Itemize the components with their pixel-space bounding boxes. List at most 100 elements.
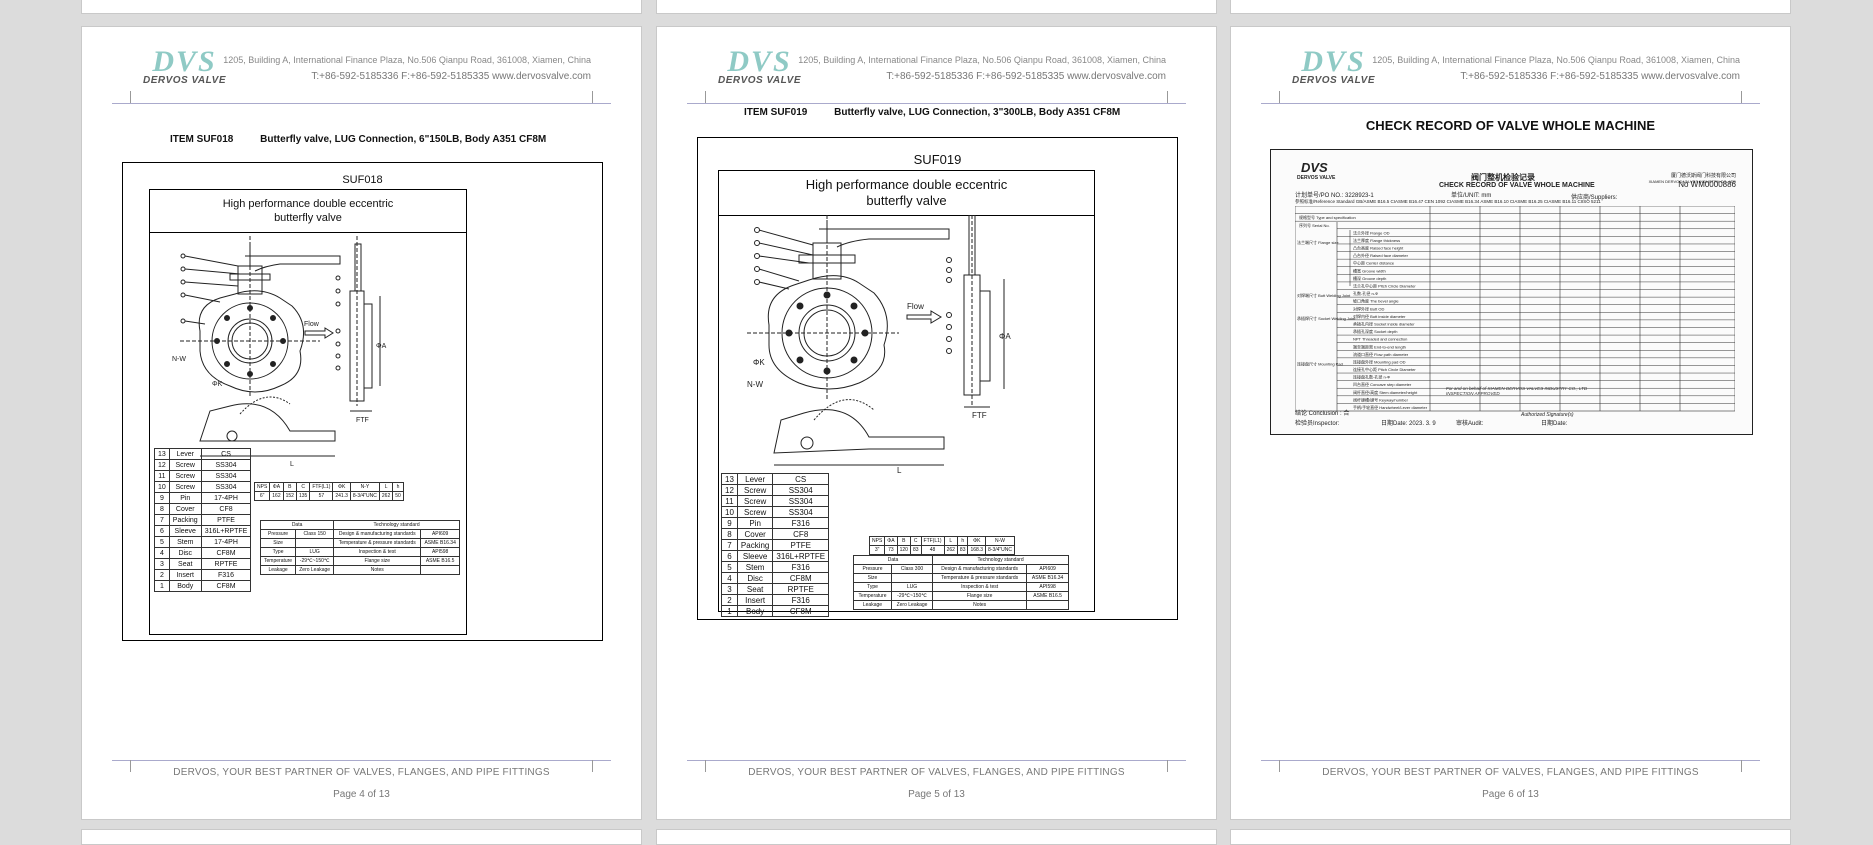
bom-cell: Body: [168, 580, 202, 592]
spec-cell: Inspection & test: [333, 547, 422, 557]
bom-cell: Screw: [168, 481, 202, 493]
dimension-value: 135: [295, 491, 311, 501]
dimension-value: 262: [943, 545, 958, 555]
previous-page-stub: [81, 0, 642, 14]
record-group-label: 对焊端尺寸 Butt Welding Joint: [1297, 292, 1351, 298]
dimension-header: B: [896, 536, 911, 546]
bom-cell: PTFE: [772, 539, 830, 551]
bom-cell: Screw: [168, 470, 202, 482]
record-row-label: 阀杆键槽/键号 Keyway/number: [1353, 396, 1409, 402]
record-row-label: 流道口直径 Flow path diameter: [1353, 351, 1409, 357]
bom-cell: Screw: [168, 459, 202, 471]
bom-cell: CF8: [772, 528, 830, 540]
scan-en-title: CHECK RECORD OF VALVE WHOLE MACHINE: [1439, 182, 1595, 189]
scan-record-no: No WM0000886: [1678, 180, 1736, 189]
dimension-value: 83: [956, 545, 969, 555]
svg-text:L: L: [897, 466, 902, 475]
spec-cell: Pressure: [853, 564, 892, 574]
scan-standards: 参照标准/Reference Standard GB/ASME B16.5 CI…: [1295, 199, 1601, 204]
item-description: Butterfly valve, LUG Connection, 3"300LB…: [834, 107, 1121, 118]
bom-cell: 2: [154, 569, 170, 581]
bom-cell: Sleeve: [736, 550, 774, 562]
record-row-label: 法兰孔中心距 Pitch Circle Diameter: [1353, 283, 1416, 289]
item-heading: ITEM SUF018 Butterfly valve, LUG Connect…: [170, 134, 570, 145]
svg-text:ΦK: ΦK: [212, 381, 223, 388]
bom-cell: SS304: [200, 459, 252, 471]
item-code: ITEM SUF019: [744, 107, 808, 118]
bom-cell: 316L+RPTFE: [200, 525, 252, 537]
dimension-header: L: [378, 482, 394, 492]
spec-cell: Temperature: [259, 556, 297, 566]
scan-date1: 日期Date: 2023. 3. 9: [1381, 421, 1436, 427]
dimension-header: ΦK: [332, 482, 351, 492]
spec-cell: API609: [420, 529, 460, 539]
bom-cell: 5: [154, 536, 170, 548]
bom-cell: 17-4PH: [200, 536, 252, 548]
spec-cell: Size: [853, 573, 892, 583]
record-row-label: 孔数-孔径 n-Φ: [1353, 290, 1378, 296]
page-number: Page 6 of 13: [1482, 789, 1539, 800]
dimension-header: C: [295, 482, 311, 492]
record-row-label: 对焊外径 Butt OD: [1353, 305, 1384, 311]
spec-cell: [890, 573, 934, 583]
sheet-code: SUF018: [342, 174, 383, 186]
bom-cell: SS304: [200, 481, 252, 493]
record-row-label: 凹台直径 Concave step diameter: [1353, 381, 1412, 387]
spec-cell: Inspection & test: [932, 582, 1028, 592]
header-rule: [1261, 91, 1760, 104]
bom-cell: CF8M: [772, 572, 830, 584]
drawing-inner-frame: High performance double eccentric butter…: [718, 170, 1095, 617]
flow-label: Flow: [907, 302, 924, 311]
bom-cell: Lever: [736, 473, 774, 485]
footer-rule: [687, 760, 1186, 772]
spec-cell: Class 300: [890, 564, 934, 574]
logo-mark: DVS: [1301, 45, 1366, 78]
bom-cell: F316: [772, 594, 830, 606]
dimension-header: N-W: [984, 536, 1016, 546]
spec-cell: LUG: [890, 582, 934, 592]
company-contact: T:+86-592-5185336 F:+86-592-5185335 www.…: [1460, 71, 1740, 82]
company-contact: T:+86-592-5185336 F:+86-592-5185335 www.…: [886, 71, 1166, 82]
bom-cell: 12: [721, 484, 738, 496]
record-group-label: 连接盘尺寸 Mounting Pad: [1297, 360, 1343, 366]
dimension-value: 3": [868, 545, 886, 555]
dimension-value: 262: [378, 491, 394, 501]
scanned-check-record: DVS DERVOS VALVE 厦门德沃斯阀门科技有限公司 XIAMEN DE…: [1270, 149, 1753, 435]
dimension-value: 50: [392, 491, 404, 501]
scan-stamp: For and on behalf of XIAMEN DERVOS VALVE…: [1446, 386, 1588, 396]
bom-cell: Screw: [736, 506, 774, 518]
company-logo: DVS DERVOS VALVE: [137, 47, 232, 87]
record-row-label: 连接孔中心距 Pitch Circle Diameter: [1353, 366, 1416, 372]
scan-unit: 单位/UNIT: mm: [1451, 193, 1492, 199]
bom-cell: CF8M: [200, 547, 252, 559]
spec-cell: Leakage: [259, 565, 297, 575]
bom-cell: CS: [772, 473, 830, 485]
bom-cell: 8: [721, 528, 738, 540]
spec-cell: Technology standard: [333, 520, 460, 530]
flow-label: Flow: [304, 321, 320, 328]
bom-cell: 9: [721, 517, 738, 529]
document-page-6: DVS DERVOS VALVE 1205, Building A, Inter…: [1230, 26, 1791, 820]
company-address: 1205, Building A, International Finance …: [1372, 55, 1740, 65]
next-page-stub: [656, 829, 1217, 845]
bom-cell: 13: [154, 448, 170, 460]
